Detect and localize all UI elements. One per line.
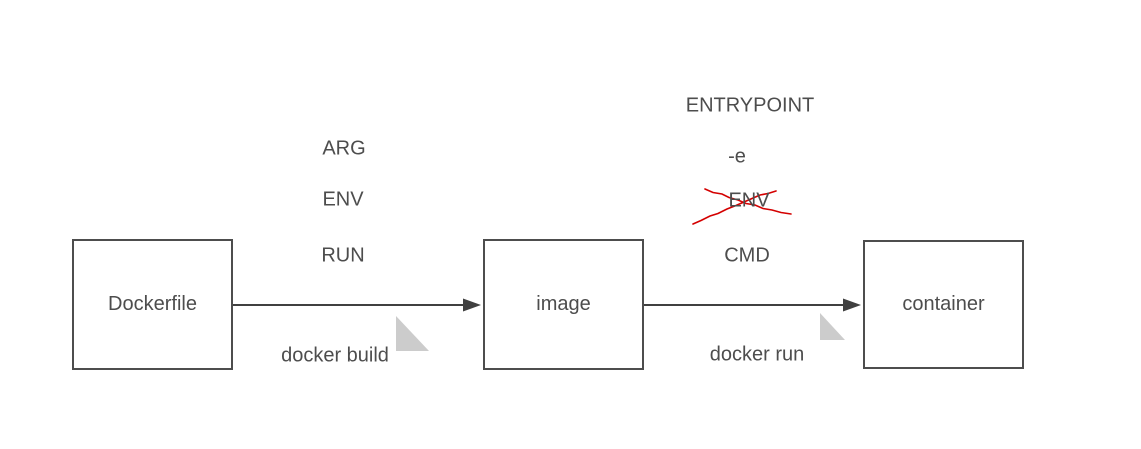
run-command-label: docker run — [709, 343, 805, 366]
instruction-env-crossed-out: ENV — [728, 189, 770, 212]
instruction-entrypoint: ENTRYPOINT — [685, 94, 815, 117]
node-dockerfile: Dockerfile — [72, 239, 233, 370]
run-arrow — [644, 298, 861, 312]
node-container-label: container — [902, 293, 985, 315]
build-arrow-head-icon — [463, 298, 481, 312]
instruction-run: RUN — [321, 244, 365, 267]
build-command-label: docker build — [281, 344, 389, 367]
build-arrow — [233, 298, 481, 312]
triangle-marker-build-icon — [396, 316, 429, 351]
instruction-cmd: CMD — [724, 244, 770, 267]
instruction-arg: ARG — [322, 137, 366, 160]
run-arrow-head-icon — [843, 298, 861, 312]
node-image-label: image — [536, 293, 591, 315]
node-dockerfile-label: Dockerfile — [108, 293, 197, 315]
triangle-marker-run-icon — [820, 313, 845, 340]
node-image: image — [483, 239, 644, 370]
instruction-env: ENV — [322, 188, 364, 211]
node-container: container — [863, 240, 1024, 369]
instruction-e-flag: -e — [728, 145, 746, 168]
